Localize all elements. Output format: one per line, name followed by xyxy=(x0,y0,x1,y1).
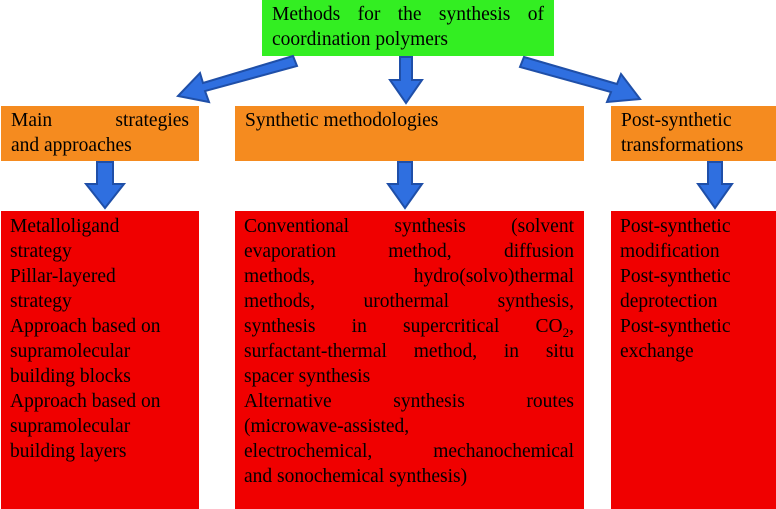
root-line-1: Methods for the synthesis of xyxy=(272,4,544,25)
category-main-strategies-line-1: Main strategies xyxy=(11,110,189,131)
detail-middle-line: Alternative synthesis routes xyxy=(244,391,574,412)
detail-left-line: Approach based on xyxy=(10,316,161,337)
detail-right-line: deprotection xyxy=(620,291,718,312)
detail-left-box: Metalloligand strategy Pillar-layered st… xyxy=(1,211,199,509)
detail-middle-line: and sonochemical synthesis) xyxy=(244,466,468,487)
detail-middle-co2-text: synthesis in supercritical CO xyxy=(244,316,563,337)
category-main-strategies-line-2: and approaches xyxy=(11,135,132,156)
detail-left-line: strategy xyxy=(10,241,72,262)
category-synthetic-methodologies: Synthetic methodologies xyxy=(235,106,584,161)
detail-middle-line: spacer synthesis xyxy=(244,366,371,387)
arrow-main-strategies-down-icon xyxy=(83,161,127,210)
detail-right-box: Post-synthetic modification Post-synthet… xyxy=(611,211,776,509)
root-line-2: coordination polymers xyxy=(272,29,449,50)
detail-middle-line: methods, hydro(solvo)thermal xyxy=(244,266,574,287)
category-main-strategies: Main strategies and approaches xyxy=(1,106,199,161)
detail-middle-line: methods, urothermal synthesis, xyxy=(244,291,574,312)
arrow-post-synthetic-down-icon xyxy=(696,161,734,210)
detail-left-line: Approach based on xyxy=(10,391,161,412)
detail-middle-line: electrochemical, mechanochemical xyxy=(244,441,574,462)
detail-middle-co2-subscript: 2 xyxy=(562,324,570,340)
detail-right-line: modification xyxy=(620,241,720,262)
detail-left-line: Metalloligand xyxy=(10,216,120,237)
detail-left-line: supramolecular xyxy=(10,416,131,437)
detail-right-line: Post-synthetic xyxy=(620,316,731,337)
category-post-synthetic-line-2: transformations xyxy=(621,135,744,156)
detail-right-line: Post-synthetic xyxy=(620,266,731,287)
detail-left-line: building layers xyxy=(10,441,127,462)
detail-middle-line: (microwave-assisted, xyxy=(244,416,410,437)
detail-left-line: building blocks xyxy=(10,366,131,387)
detail-left-line: strategy xyxy=(10,291,72,312)
detail-middle-line: surfactant-thermal method, in situ xyxy=(244,341,574,362)
detail-middle-line: Conventional synthesis (solvent xyxy=(244,216,574,237)
category-post-synthetic-line-1: Post-synthetic xyxy=(621,110,732,131)
detail-right-line: exchange xyxy=(620,341,694,362)
arrow-synthetic-down-icon xyxy=(386,161,424,210)
arrow-root-to-post-synthetic-icon xyxy=(518,55,642,104)
detail-middle-line-co2: synthesis in supercritical CO2, xyxy=(244,314,574,339)
detail-middle-box: Conventional synthesis (solvent evaporat… xyxy=(235,211,584,509)
detail-middle-co2-suffix: , xyxy=(569,316,574,337)
arrow-root-to-main-strategies-icon xyxy=(176,54,299,104)
detail-left-line: Pillar-layered xyxy=(10,266,116,287)
detail-right-line: Post-synthetic xyxy=(620,216,731,237)
root-box: Methods for the synthesis of coordinatio… xyxy=(262,0,554,56)
detail-left-line: supramolecular xyxy=(10,341,131,362)
detail-middle-line: evaporation method, diffusion xyxy=(244,241,574,262)
category-post-synthetic: Post-synthetic transformations xyxy=(611,106,776,161)
category-synthetic-methodologies-line-1: Synthetic methodologies xyxy=(245,110,439,131)
arrow-root-to-synthetic-icon xyxy=(388,56,424,105)
